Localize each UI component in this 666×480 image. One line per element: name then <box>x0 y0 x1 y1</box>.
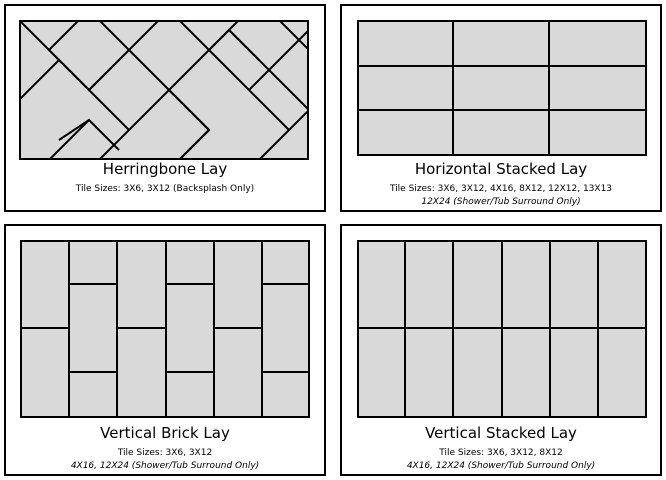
tile-note: 12X24 (Shower/Tub Surround Only) <box>421 197 581 207</box>
tile-note: 4X16, 12X24 (Shower/Tub Surround Only) <box>406 461 596 471</box>
grout-lines <box>357 20 647 156</box>
tile-sizes: Tile Sizes: 3X6, 3X12, 8X12 <box>439 448 563 458</box>
tile-field <box>19 20 309 160</box>
panel-vertical-stacked: Vertical Stacked Lay Tile Sizes: 3X6, 3X… <box>340 224 662 476</box>
horizontal-stacked-diagram <box>357 20 647 156</box>
tile-sizes: Tile Sizes: 3X6, 3X12 (Backsplash Only) <box>75 184 255 194</box>
panel-title: Horizontal Stacked Lay <box>414 160 588 178</box>
tile-note: 4X16, 12X24 (Shower/Tub Surround Only) <box>70 461 260 471</box>
grout-lines <box>357 240 647 418</box>
tile-sizes: Tile Sizes: 3X6, 3X12 <box>117 448 213 458</box>
panel-herringbone: Herringbone Lay Tile Sizes: 3X6, 3X12 (B… <box>4 4 326 212</box>
panel-vertical-brick: Vertical Brick Lay Tile Sizes: 3X6, 3X12… <box>4 224 326 476</box>
vertical-brick-diagram <box>20 240 310 418</box>
grout-lines <box>20 240 310 418</box>
panel-title: Herringbone Lay <box>102 160 228 178</box>
panel-horizontal-stacked: Horizontal Stacked Lay Tile Sizes: 3X6, … <box>340 4 662 212</box>
herringbone-grout-lines <box>19 20 309 160</box>
tile-field <box>357 20 647 156</box>
panel-title: Vertical Brick Lay <box>100 424 230 442</box>
panel-title: Vertical Stacked Lay <box>425 424 577 442</box>
herringbone-diagram <box>19 20 309 160</box>
vertical-stacked-diagram <box>357 240 647 418</box>
tile-sizes: Tile Sizes: 3X6, 3X12, 4X16, 8X12, 12X12… <box>389 184 613 194</box>
